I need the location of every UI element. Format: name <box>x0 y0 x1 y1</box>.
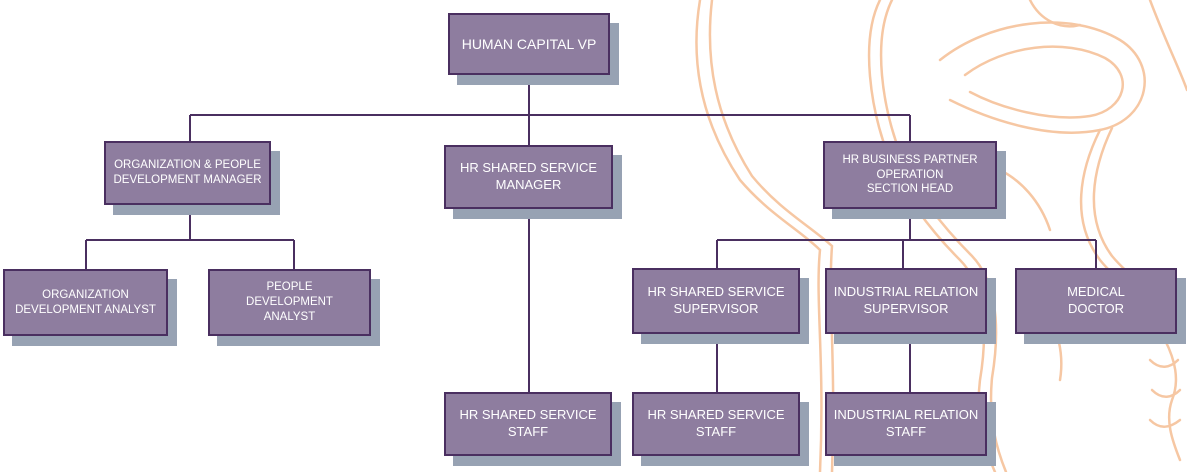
node-human-capital-vp: HUMAN CAPITAL VP <box>448 13 610 75</box>
node-label: HR SHARED SERVICE MANAGER <box>459 160 597 192</box>
node-label: HR SHARED SERVICE STAFF <box>647 407 785 439</box>
node-label: INDUSTRIAL RELATION STAFF <box>833 407 979 439</box>
node-label: ORGANIZATION DEVELOPMENT ANALYST <box>15 288 156 316</box>
node-hr-shared-service-supervisor: HR SHARED SERVICE SUPERVISOR <box>632 268 800 334</box>
node-label: HR BUSINESS PARTNER OPERATION SECTION HE… <box>842 153 978 196</box>
node-label: HR SHARED SERVICE SUPERVISOR <box>647 284 785 316</box>
node-hr-shared-service-staff-right: HR SHARED SERVICE STAFF <box>632 392 800 456</box>
node-label: ORGANIZATION & PEOPLE DEVELOPMENT MANAGE… <box>113 159 262 186</box>
node-org-development-analyst: ORGANIZATION DEVELOPMENT ANALYST <box>3 269 168 336</box>
node-hr-shared-service-manager: HR SHARED SERVICE MANAGER <box>444 145 613 209</box>
node-label: HR SHARED SERVICE STAFF <box>459 407 597 439</box>
node-hr-shared-service-staff-left: HR SHARED SERVICE STAFF <box>444 392 612 456</box>
node-hr-business-partner-section-head: HR BUSINESS PARTNER OPERATION SECTION HE… <box>823 141 997 209</box>
node-medical-doctor: MEDICAL DOCTOR <box>1015 268 1177 334</box>
node-org-people-dev-manager: ORGANIZATION & PEOPLE DEVELOPMENT MANAGE… <box>104 141 271 205</box>
node-label: HUMAN CAPITAL VP <box>461 35 597 52</box>
node-industrial-relation-supervisor: INDUSTRIAL RELATION SUPERVISOR <box>825 268 987 334</box>
node-label: INDUSTRIAL RELATION SUPERVISOR <box>833 284 979 316</box>
node-label: MEDICAL DOCTOR <box>1067 284 1125 316</box>
node-industrial-relation-staff: INDUSTRIAL RELATION STAFF <box>825 392 987 456</box>
node-people-development-analyst: PEOPLE DEVELOPMENT ANALYST <box>208 269 371 336</box>
node-label: PEOPLE DEVELOPMENT ANALYST <box>246 281 333 323</box>
